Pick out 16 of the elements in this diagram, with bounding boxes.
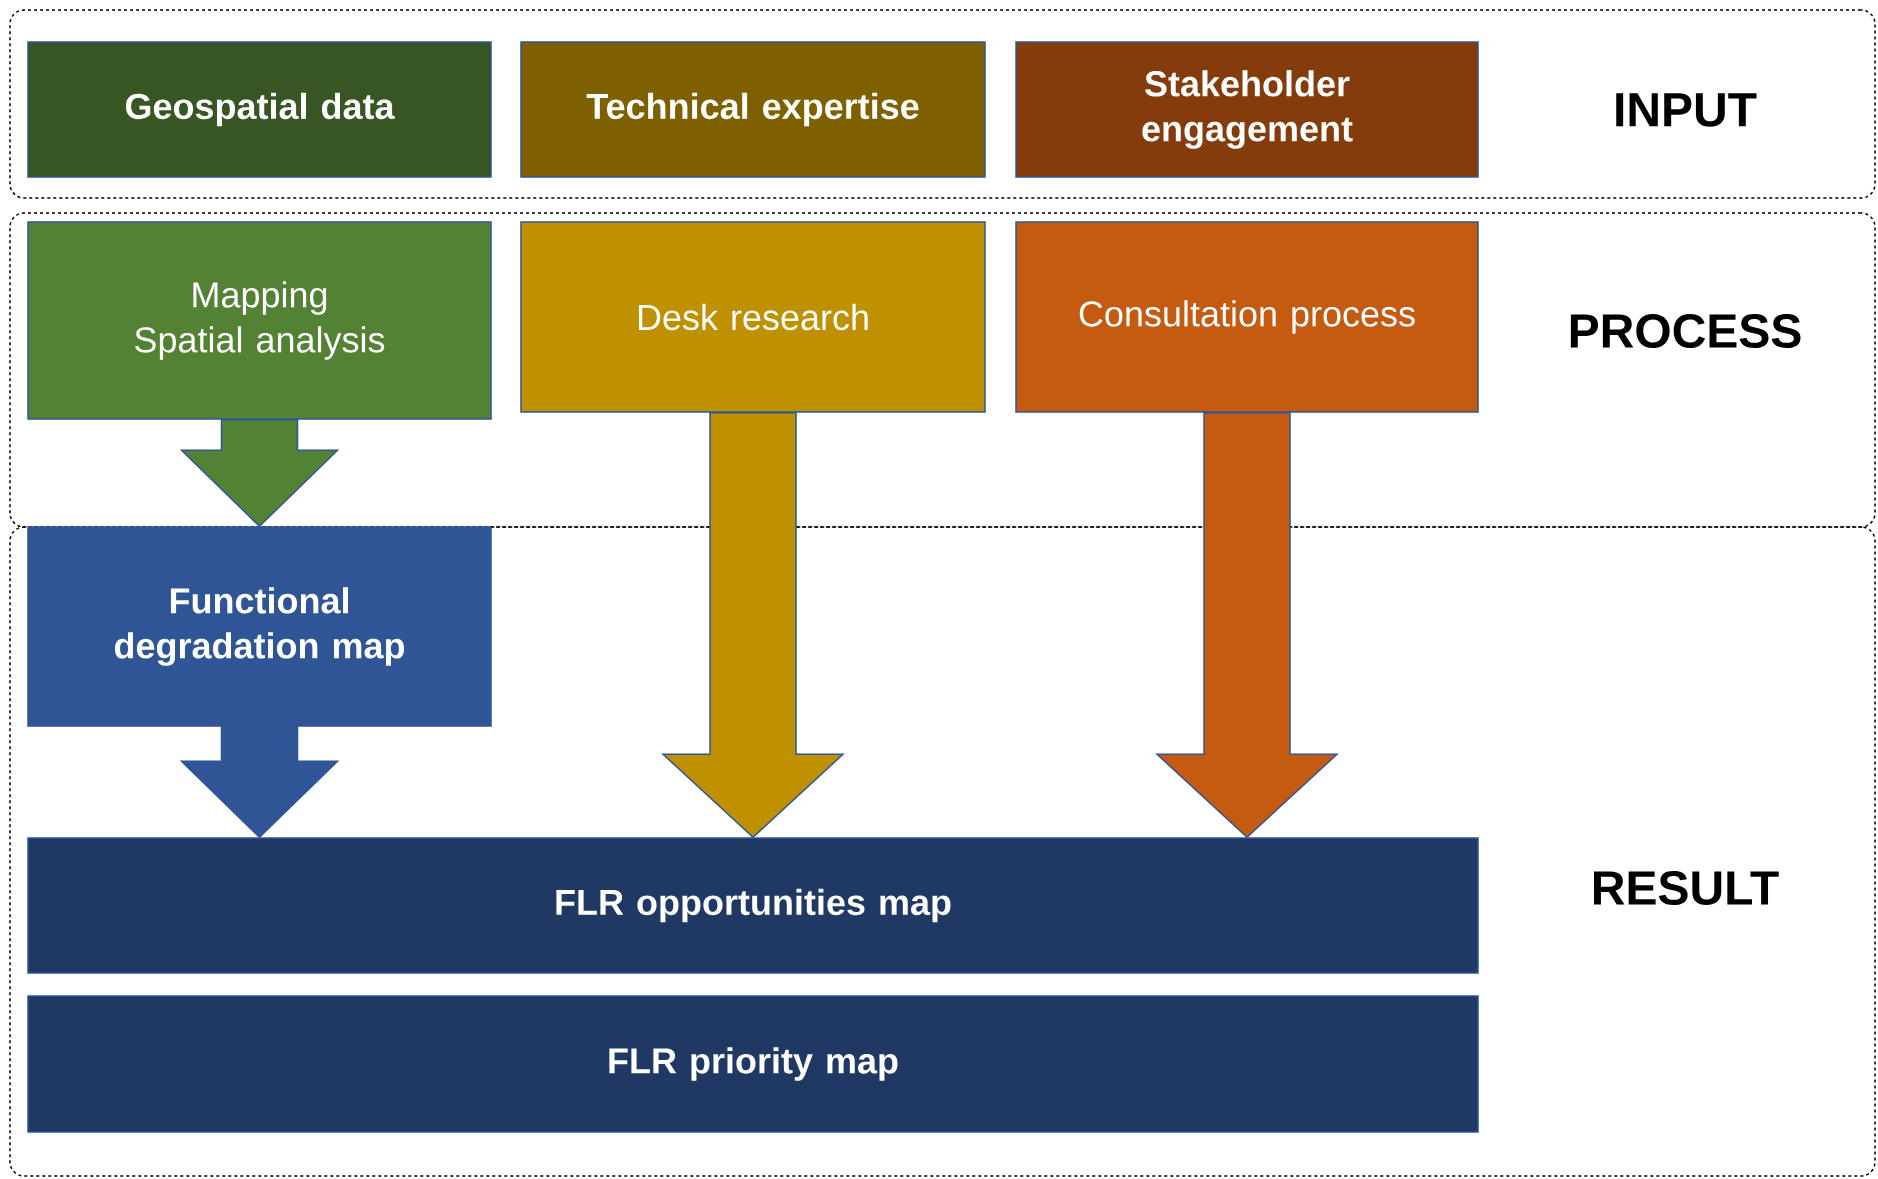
process-box: Geospatial data — [27, 41, 492, 178]
process-box: FLR opportunities map — [27, 837, 1479, 974]
process-box: Technical expertise — [520, 41, 986, 178]
process-box: Desk research — [520, 221, 986, 413]
process-box: Functional degradation map — [27, 526, 492, 727]
process-box: Consultation process — [1015, 221, 1479, 413]
process-box: Stakeholder engagement — [1015, 41, 1479, 178]
band-label: RESULT — [1594, 871, 1779, 905]
block-arrow — [179, 419, 340, 528]
block-arrow — [1155, 412, 1339, 839]
process-box: Mapping Spatial analysis — [27, 221, 492, 420]
band-label: INPUT — [1616, 93, 1757, 127]
process-box: FLR priority map — [27, 995, 1479, 1133]
band-label: PROCESS — [1570, 314, 1801, 348]
block-arrow — [661, 412, 845, 839]
block-arrow — [179, 726, 340, 839]
